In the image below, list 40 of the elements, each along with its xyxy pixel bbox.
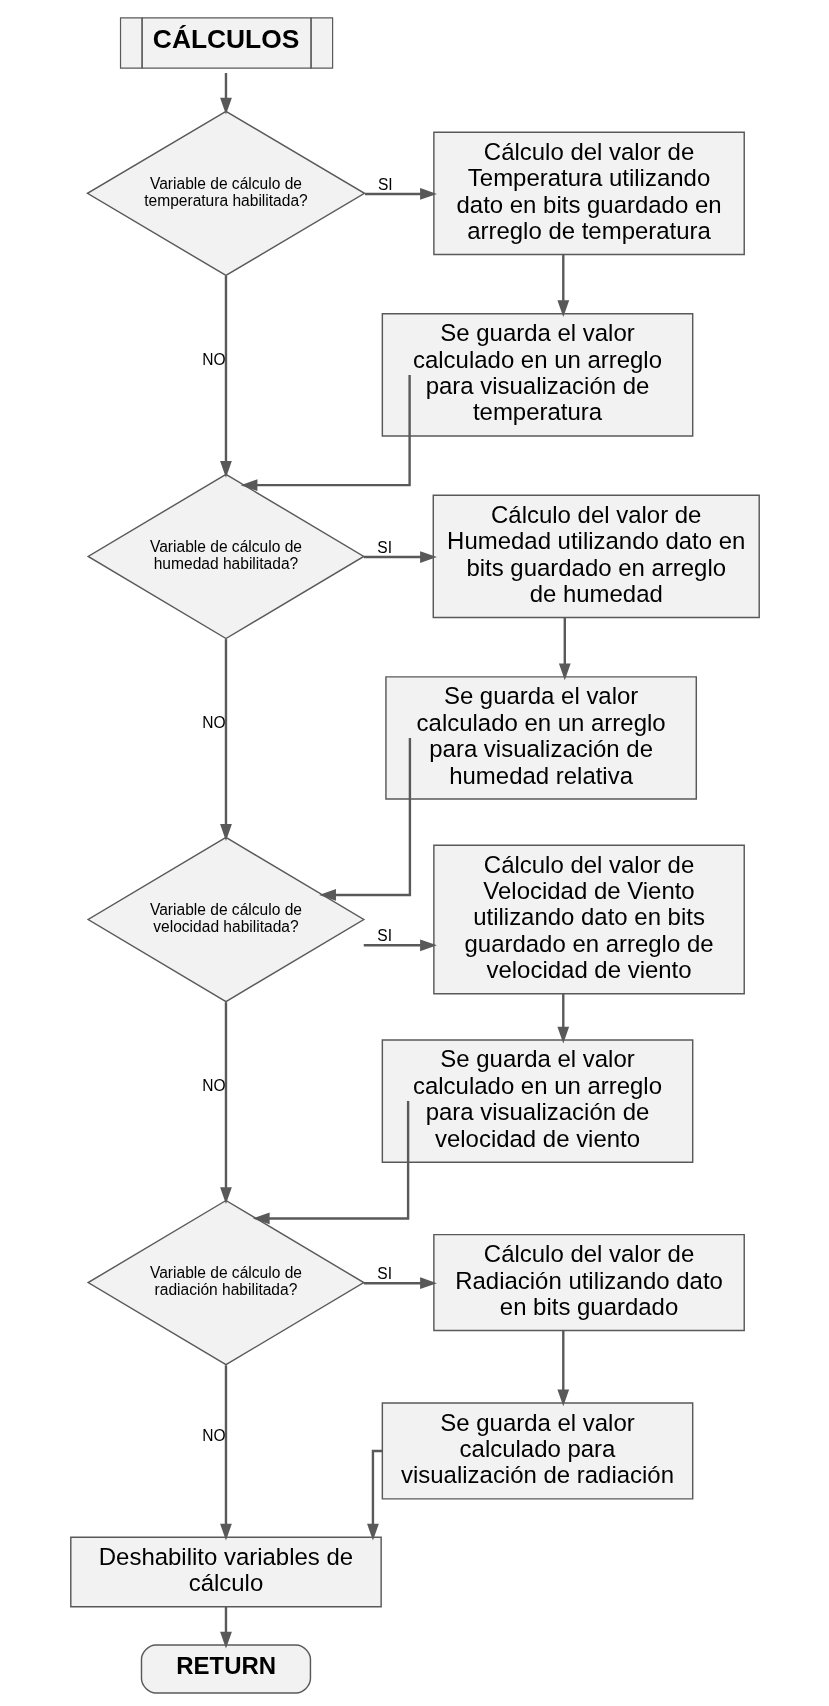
arrow xyxy=(219,73,232,115)
arrow xyxy=(364,188,437,200)
node-diamond: Variable de cálculo de radiación habilitada? xyxy=(86,1199,365,1366)
edge-label: SI xyxy=(376,926,392,944)
node-box: Cálculo del valor de Velocidad de Viento utilizando dato en bits guardado en arreglo de velocidad de viento xyxy=(432,844,745,995)
arrow xyxy=(318,737,411,901)
node-box: RETURN xyxy=(140,1644,311,1694)
arrow xyxy=(556,254,569,318)
arrow xyxy=(363,551,437,563)
arrow xyxy=(363,939,437,952)
edge-label: NO xyxy=(201,713,226,731)
node-diamond: Variable de cálculo de velocidad habilitada? xyxy=(86,836,365,1003)
arrow xyxy=(219,1002,232,1204)
arrow xyxy=(363,1277,437,1290)
arrow xyxy=(219,276,232,478)
edge-label: SI xyxy=(376,538,392,556)
edge-label: NO xyxy=(201,1426,226,1444)
node-box: Se guarda el valor calculado en un arreglo para visualización de temperatura xyxy=(381,313,693,437)
arrow xyxy=(252,1101,409,1225)
arrow xyxy=(219,1365,232,1541)
edge-label: NO xyxy=(201,1076,226,1094)
arrow xyxy=(556,993,569,1044)
node-box: Cálculo del valor de Humedad utilizando dato en bits guardado en arreglo de humedad xyxy=(432,494,760,619)
arrow xyxy=(366,1449,382,1541)
node-box: Se guarda el valor calculado en un arreglo para visualización de humedad relativa xyxy=(384,676,697,800)
arrow xyxy=(240,374,411,491)
node-box: Se guarda el valor calculado en un arreglo para visualización de velocidad de viento xyxy=(381,1039,693,1163)
node-diamond: Variable de cálculo de temperatura habilitada? xyxy=(85,110,366,277)
arrow xyxy=(219,639,232,841)
edge-label: SI xyxy=(377,175,393,193)
edge-label: SI xyxy=(376,1264,392,1282)
node-box: Cálculo del valor de Radiación utilizando dato en bits guardado xyxy=(432,1233,745,1332)
node-box: Deshabilito variables de cálculo xyxy=(69,1536,382,1608)
arrow xyxy=(556,1330,569,1407)
arrow xyxy=(558,617,571,681)
node-box: Cálculo del valor de Temperatura utilizando dato en bits guardado en arreglo de temperatura xyxy=(432,131,745,256)
node-box: Se guarda el valor calculado para visualización de radiación xyxy=(381,1402,693,1500)
edge-label: NO xyxy=(201,350,226,368)
node-diamond: Variable de cálculo de humedad habilitada? xyxy=(86,473,365,640)
arrow xyxy=(219,1607,232,1649)
